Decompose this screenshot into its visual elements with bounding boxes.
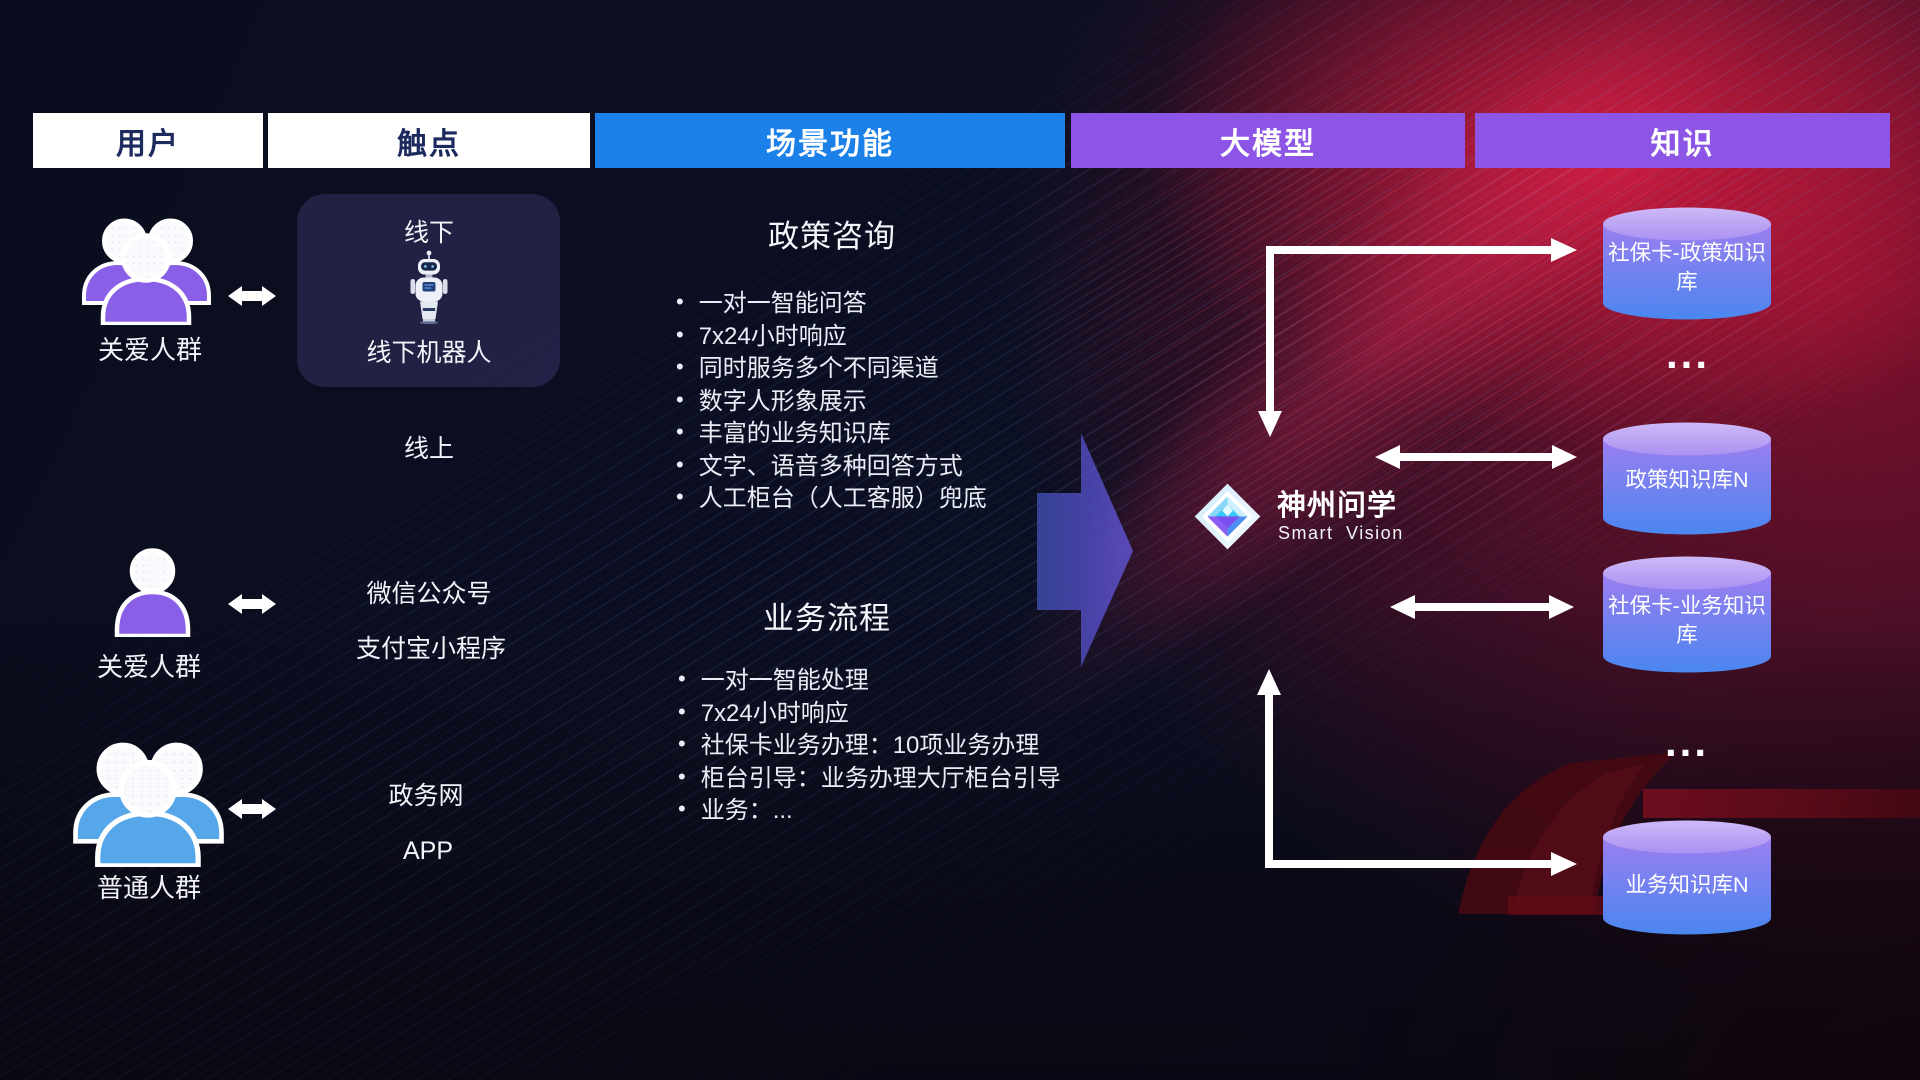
business-bullet: 一对一智能处理 — [678, 665, 1061, 698]
business-bullet-list: 一对一智能处理 7x24小时响应 社保卡业务办理：10项业务办理 柜台引导：业务… — [678, 665, 1061, 828]
policy-bullet: 丰富的业务知识库 — [676, 418, 987, 451]
users-group-blue-icon — [73, 742, 224, 867]
header-users: 用户 — [33, 113, 263, 168]
policy-bullet: 文字、语音多种回答方式 — [676, 451, 987, 484]
knowledge-ellipsis-bottom: ... — [1664, 718, 1710, 765]
user3-touchpoint-arrow-icon — [228, 799, 276, 819]
header-knowledge: 知识 — [1475, 113, 1890, 168]
brand-name: 神州问学 — [1277, 490, 1398, 522]
channel-wechat: 微信公众号 — [366, 580, 492, 608]
user-single-purple-icon — [114, 548, 191, 637]
knowledge-ellipsis-top: ... — [1665, 330, 1711, 377]
business-bullet: 社保卡业务办理：10项业务办理 — [678, 730, 1061, 763]
cylinder-social-business-kb: 社保卡-业务知识库 — [1601, 555, 1773, 673]
connector-double-arrow-1-icon — [1375, 445, 1577, 469]
cylinder-shape — [1603, 820, 1771, 935]
policy-bullet: 数字人形象展示 — [676, 386, 987, 419]
connector-elbow-bottom-icon — [1257, 669, 1577, 876]
cylinder-label: 业务知识库N — [1625, 873, 1749, 897]
header-touchpoints-label: 触点 — [397, 127, 461, 161]
cylinder-shape — [1603, 556, 1771, 673]
user-single-label: 关爱人群 — [96, 652, 202, 682]
cylinder-policy-kb-n: 政策知识库N — [1601, 421, 1773, 535]
header-users-label: 用户 — [116, 127, 180, 161]
business-bullet: 柜台引导：业务办理大厅柜台引导 — [678, 763, 1061, 796]
offline-title: 线下 — [403, 219, 455, 247]
robot-icon — [410, 250, 448, 324]
online-title: 线上 — [403, 435, 455, 463]
header-model: 大模型 — [1071, 113, 1465, 168]
policy-bullet: 7x24小时响应 — [676, 321, 987, 354]
connector-double-arrow-2-icon — [1390, 595, 1574, 619]
offline-robot-label: 线下机器人 — [366, 339, 492, 367]
channel-app: APP — [402, 837, 454, 865]
header-knowledge-label: 知识 — [1650, 127, 1715, 161]
header-model-label: 大模型 — [1220, 127, 1316, 161]
channel-alipay: 支付宝小程序 — [355, 635, 507, 663]
cylinder-label: 社保卡-业务知识库 — [1608, 593, 1766, 647]
cylinder-social-policy-kb: 社保卡-政策知识库 — [1601, 206, 1773, 320]
header-scenes: 场景功能 — [595, 113, 1065, 168]
channel-govweb: 政务网 — [388, 782, 464, 810]
flow-arrow-shape — [1037, 433, 1133, 667]
business-bullet: 业务：... — [678, 795, 1061, 828]
policy-scene-title: 政策咨询 — [768, 219, 896, 254]
cylinder-label: 政策知识库N — [1625, 467, 1749, 492]
connector-elbow-top-icon — [1258, 238, 1577, 437]
policy-bullet-list: 一对一智能问答 7x24小时响应 同时服务多个不同渠道 数字人形象展示 丰富的业… — [676, 288, 987, 516]
business-scene-title: 业务流程 — [763, 601, 891, 636]
brand-diamond-icon — [1194, 483, 1261, 550]
user1-touchpoint-arrow-icon — [228, 286, 276, 306]
user-group-1-label: 关爱人群 — [97, 335, 203, 365]
policy-bullet: 人工柜台（人工客服）兜底 — [676, 483, 987, 516]
header-touchpoints: 触点 — [268, 113, 590, 168]
cylinder-business-kb-n: 业务知识库N — [1601, 819, 1773, 935]
header-scenes-label: 场景功能 — [766, 127, 894, 161]
user-group-3-label: 普通人群 — [96, 873, 202, 903]
cylinder-shape — [1603, 422, 1771, 535]
policy-bullet: 一对一智能问答 — [676, 288, 987, 321]
users-group-purple-icon — [82, 218, 211, 325]
cylinder-shape — [1603, 207, 1771, 320]
user2-touchpoint-arrow-icon — [228, 594, 276, 614]
cylinder-label: 社保卡-政策知识库 — [1608, 240, 1766, 294]
policy-bullet: 同时服务多个不同渠道 — [676, 353, 987, 386]
brand-tagline: Smart Vision — [1278, 523, 1404, 543]
business-bullet: 7x24小时响应 — [678, 698, 1061, 731]
